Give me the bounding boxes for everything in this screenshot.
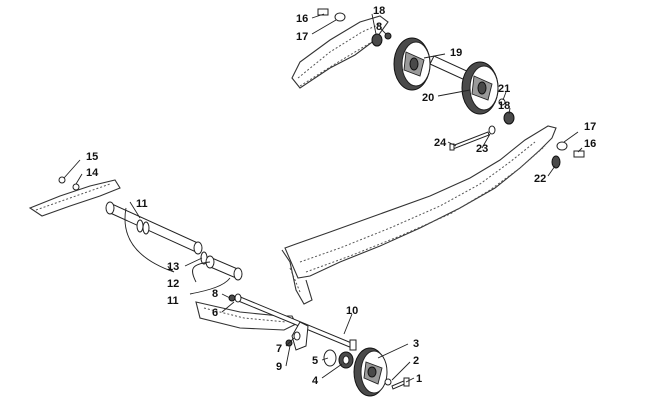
washer-23 <box>488 125 496 135</box>
upper-rail-segment <box>291 15 389 89</box>
cap-washer-left <box>136 219 150 235</box>
bolt-16-upper <box>317 8 346 22</box>
callout-11-upper: 11 <box>136 198 148 210</box>
callout-16-upper: 16 <box>296 13 308 25</box>
washer-2 <box>384 378 392 386</box>
callout-20: 20 <box>422 92 434 104</box>
callout-3: 3 <box>413 338 419 350</box>
callout-16-right: 16 <box>584 138 596 150</box>
callout-23: 23 <box>476 143 488 155</box>
callout-13: 13 <box>167 261 179 273</box>
callout-10: 10 <box>346 305 358 317</box>
callout-19: 19 <box>450 47 462 59</box>
callout-24: 24 <box>434 137 447 149</box>
callout-5: 5 <box>312 355 318 367</box>
upper-wheel-left <box>393 37 431 91</box>
right-rail <box>281 125 557 305</box>
bolt-1 <box>391 377 410 390</box>
bolt-16-right <box>556 141 585 158</box>
upper-wheel-right <box>461 61 499 115</box>
leader-lines <box>63 13 583 383</box>
callout-18-upper: 18 <box>373 5 385 17</box>
callout-22: 22 <box>534 173 546 185</box>
callout-21: 21 <box>498 83 510 95</box>
callout-9: 9 <box>276 361 282 373</box>
callout-2: 2 <box>413 355 419 367</box>
callout-1: 1 <box>416 373 422 385</box>
callout-14: 14 <box>86 167 99 179</box>
callout-6: 6 <box>212 307 218 319</box>
lower-wheel-3 <box>353 347 388 397</box>
callout-labels: 16 17 18 8 19 20 21 18 17 16 24 23 22 15… <box>86 5 596 387</box>
upper-hub-cap <box>371 33 383 47</box>
nut-8-upper <box>384 32 392 40</box>
callout-17-upper: 17 <box>296 31 308 43</box>
spacer-5 <box>323 349 337 367</box>
callout-8-lower: 8 <box>212 288 218 300</box>
callout-12: 12 <box>167 278 179 290</box>
callout-7: 7 <box>276 343 282 355</box>
bearing-4 <box>338 351 354 369</box>
cap-22 <box>551 155 561 169</box>
lower-mount-bracket <box>291 321 309 351</box>
lower-axle-bolt <box>234 293 357 351</box>
callout-11-lower: 11 <box>167 295 179 307</box>
callout-8-upper: 8 <box>376 21 382 33</box>
cross-shaft-front <box>105 201 203 255</box>
bolt-21 <box>498 98 506 106</box>
callout-15: 15 <box>86 151 98 163</box>
callout-17-right: 17 <box>584 121 596 133</box>
callout-4: 4 <box>312 375 319 387</box>
callout-18-right: 18 <box>498 100 510 112</box>
cross-shaft-rear <box>205 255 243 281</box>
